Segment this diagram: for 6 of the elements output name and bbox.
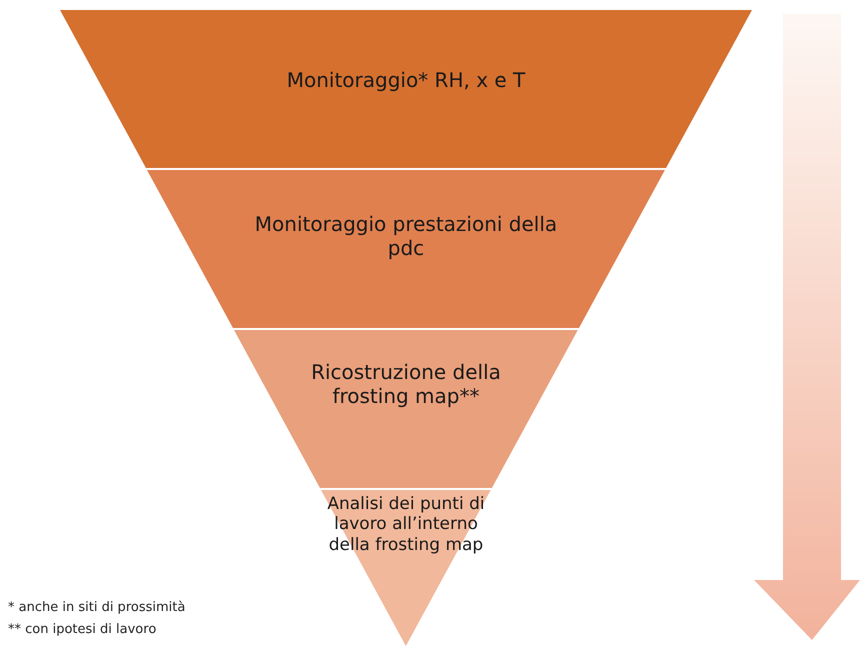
stage-text: Monitoraggio prestazioni della pdc [254, 212, 558, 260]
footnote: * anche in siti di prossimità [8, 600, 186, 615]
stage-text: Analisi dei punti di lavoro all’interno della frosting map [326, 494, 486, 556]
footnote: ** con ipotesi di lavoro [8, 622, 156, 637]
stage-text: Ricostruzione della frosting map** [310, 360, 501, 408]
stage-text: Monitoraggio* RH, x e T [286, 68, 526, 92]
